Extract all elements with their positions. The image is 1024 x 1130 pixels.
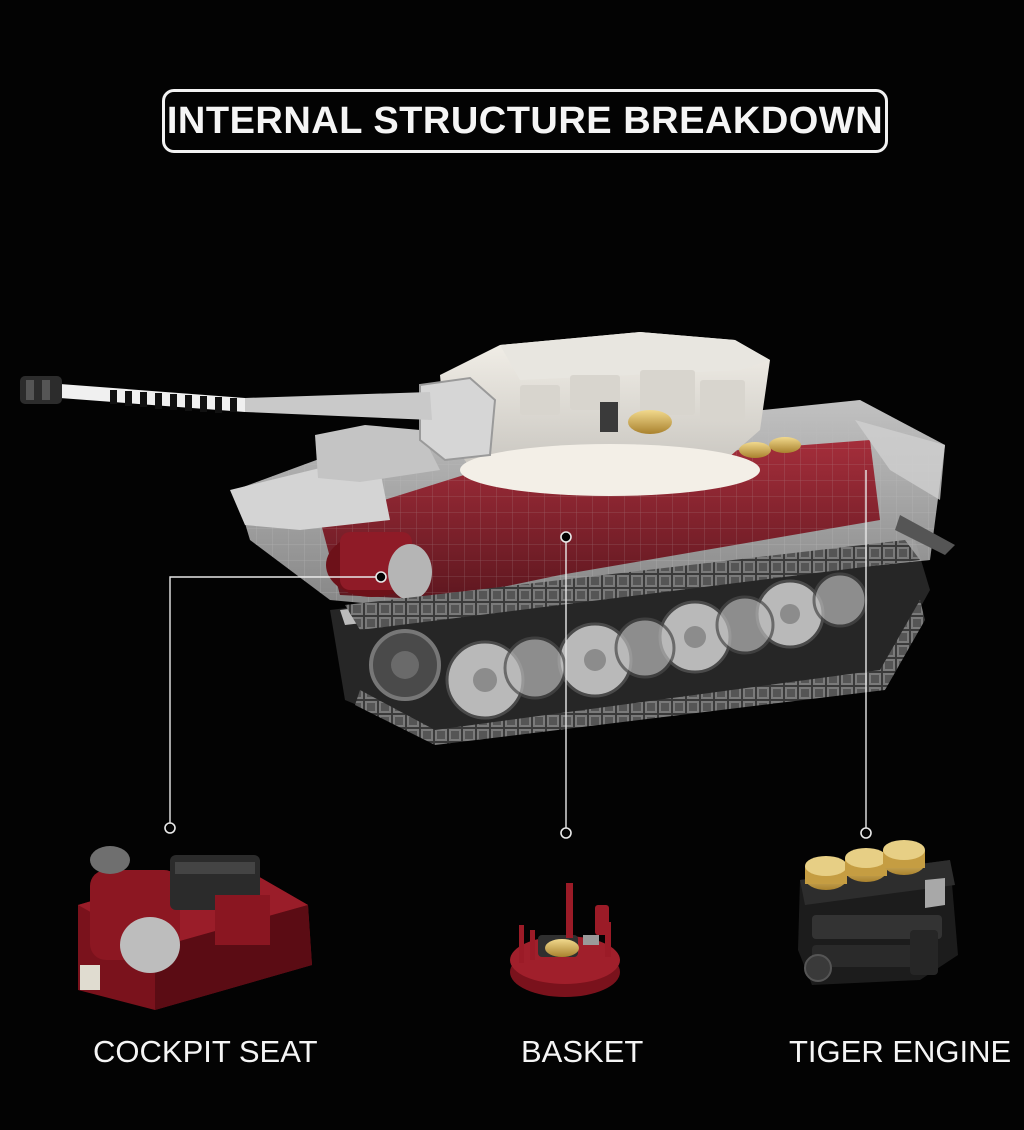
label-tiger-engine: TIGER ENGINE bbox=[789, 1034, 1012, 1069]
turret-basket-model bbox=[510, 883, 620, 997]
cockpit-seat-model bbox=[78, 846, 312, 1010]
label-cockpit-seat: COCKPIT SEAT bbox=[93, 1034, 318, 1069]
callout-lines bbox=[169, 470, 867, 833]
tank-model bbox=[20, 332, 955, 745]
page-title: INTERNAL STRUCTURE BREAKDOWN bbox=[166, 99, 884, 142]
title-box: INTERNAL STRUCTURE BREAKDOWN bbox=[162, 89, 888, 153]
engine-model bbox=[798, 840, 958, 985]
label-basket: BASKET bbox=[521, 1034, 644, 1069]
callout-dots bbox=[164, 531, 872, 839]
